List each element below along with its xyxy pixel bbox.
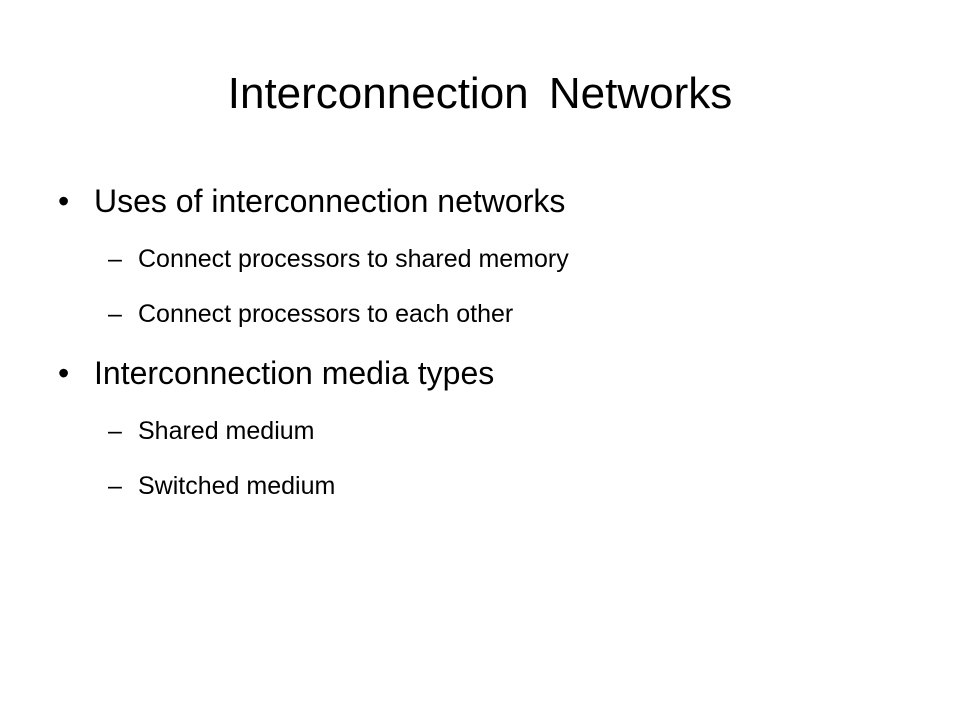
sub-item: – Connect processors to shared memory	[58, 232, 918, 287]
bullet-text: Uses of interconnection networks	[94, 183, 566, 219]
sub-item: – Shared medium	[58, 404, 918, 459]
dash-marker: –	[108, 300, 122, 328]
sub-item-text: Connect processors to each other	[138, 300, 514, 328]
dash-marker: –	[108, 417, 122, 445]
sub-item-text: Connect processors to shared memory	[138, 245, 569, 273]
bullet-item: • Interconnection media types – Shared m…	[58, 342, 918, 514]
bullet-marker: •	[58, 355, 70, 391]
sub-list: – Connect processors to shared memory – …	[94, 232, 918, 342]
sub-item: – Connect processors to each other	[58, 287, 918, 342]
dash-marker: –	[108, 472, 122, 500]
sub-item: – Switched medium	[58, 459, 918, 514]
bullet-item: • Uses of interconnection networks – Con…	[58, 170, 918, 342]
sub-list: – Shared medium – Switched medium	[94, 404, 918, 514]
slide-title: Interconnection Networks	[227, 69, 733, 118]
bullet-text: Interconnection media types	[94, 355, 495, 391]
dash-marker: –	[108, 245, 122, 273]
sub-item-text: Shared medium	[138, 417, 315, 445]
bullet-list: • Uses of interconnection networks – Con…	[58, 170, 918, 514]
bullet-marker: •	[58, 183, 70, 219]
sub-item-text: Switched medium	[138, 472, 336, 500]
